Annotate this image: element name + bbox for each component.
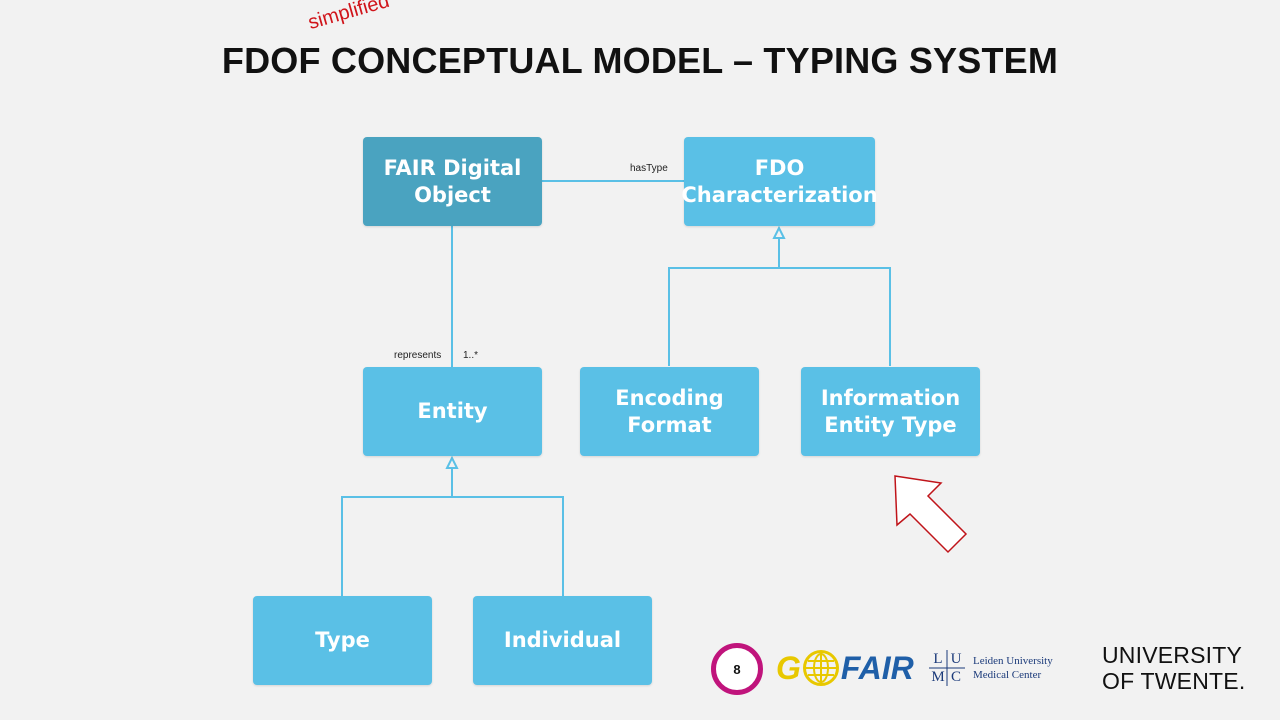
pointer-arrow-icon [894, 475, 968, 554]
has-type-label: hasType [630, 163, 668, 174]
node-label: Individual [503, 628, 622, 653]
represents-label: represents [394, 350, 442, 361]
inheritance-arrowhead-entity [445, 455, 459, 469]
inheritance-arrowhead-characterization [772, 225, 786, 239]
generalization-entity [341, 496, 564, 596]
lumc-letter: L [933, 651, 943, 667]
node-type: Type [253, 596, 432, 685]
ut-line2: OF TWENTE. [1102, 668, 1246, 695]
lumc-letter: C [950, 669, 961, 685]
node-label: Type [315, 628, 370, 653]
page-number-badge: 8 [711, 643, 763, 695]
node-individual: Individual [473, 596, 652, 685]
node-fair-digital-object: FAIR Digital Object [363, 137, 542, 226]
slide-title: FDOF CONCEPTUAL MODEL – TYPING SYSTEM [221, 40, 1059, 81]
university-of-twente-logo: UNIVERSITY OF TWENTE. [1102, 642, 1245, 695]
lumc-letter: M [931, 669, 945, 685]
lumc-letter: U [950, 651, 962, 667]
lumc-monogram: L U M C [929, 650, 965, 686]
node-fdo-characterization: FDO Characterization [681, 137, 878, 226]
multiplicity-label: 1..* [463, 350, 479, 361]
node-label: FAIR Digital Object [383, 156, 522, 207]
gofair-go-letter: G [776, 649, 801, 686]
page-number: 8 [733, 661, 741, 677]
generalization-fdo-characterization [668, 267, 891, 366]
lumc-name-line1: Leiden University [973, 654, 1053, 667]
node-encoding-format: Encoding Format [580, 367, 759, 456]
node-label: Entity [417, 399, 488, 424]
globe-icon [802, 650, 839, 686]
ut-line1: UNIVERSITY [1102, 642, 1243, 668]
node-information-entity-type: Information Entity Type [801, 367, 980, 456]
node-label: Information Entity Type [820, 386, 961, 437]
node-label: Encoding Format [615, 386, 724, 437]
node-label: FDO Characterization [681, 156, 878, 207]
lumc-logo: L U M C Leiden University Medical Center [929, 650, 1053, 686]
lumc-name-line2: Medical Center [973, 669, 1042, 681]
node-entity: Entity [363, 367, 542, 456]
gofair-logo: G FAIR [776, 646, 914, 690]
gofair-fair-text: FAIR [840, 649, 914, 686]
